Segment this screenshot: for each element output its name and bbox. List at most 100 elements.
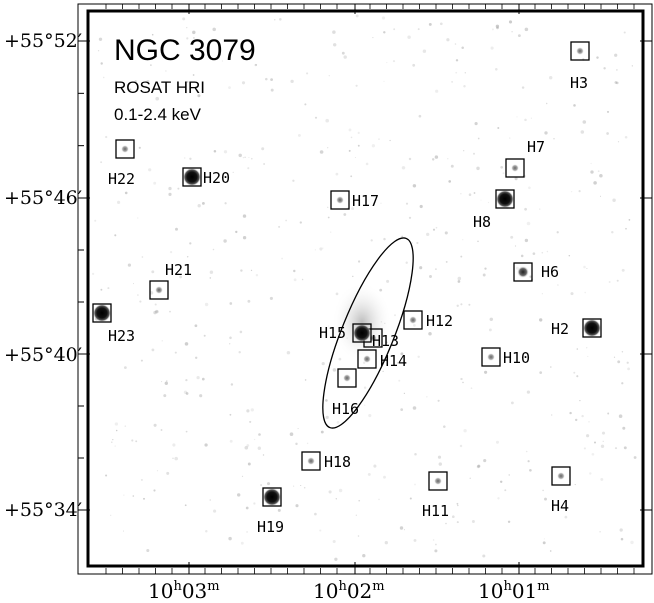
noise-speck xyxy=(630,540,634,545)
noise-speck xyxy=(209,270,214,274)
noise-speck xyxy=(434,549,438,553)
noise-speck xyxy=(456,521,459,524)
noise-speck xyxy=(250,269,253,272)
noise-speck xyxy=(325,399,328,402)
noise-speck xyxy=(261,147,265,151)
source-blob xyxy=(155,286,163,294)
noise-speck xyxy=(265,77,268,81)
noise-speck xyxy=(253,502,256,505)
noise-speck xyxy=(117,200,121,204)
noise-speck xyxy=(586,434,590,438)
noise-speck xyxy=(175,227,178,231)
noise-speck xyxy=(470,387,473,390)
noise-speck xyxy=(289,432,294,436)
noise-speck xyxy=(201,377,205,381)
source-label: H21 xyxy=(165,261,192,279)
noise-speck xyxy=(444,231,448,235)
noise-speck xyxy=(363,386,367,389)
noise-speck xyxy=(587,355,589,357)
noise-speck xyxy=(328,490,332,494)
noise-speck xyxy=(129,88,132,91)
noise-speck xyxy=(365,162,369,166)
noise-speck xyxy=(186,80,189,83)
noise-speck xyxy=(278,225,281,228)
noise-speck xyxy=(100,62,103,65)
noise-speck xyxy=(482,554,486,558)
noise-speck xyxy=(212,27,216,32)
source-label: H6 xyxy=(541,263,559,281)
noise-speck xyxy=(194,324,198,328)
noise-speck xyxy=(551,414,553,416)
noise-speck xyxy=(155,96,159,101)
noise-speck xyxy=(549,550,552,552)
noise-speck xyxy=(418,114,422,118)
noise-speck xyxy=(520,254,524,258)
noise-speck xyxy=(341,51,345,55)
noise-speck xyxy=(614,81,618,84)
source-h17: H17 xyxy=(330,190,379,210)
noise-speck xyxy=(127,263,131,267)
source-label: H15 xyxy=(319,324,346,342)
noise-speck xyxy=(608,281,611,283)
noise-speck xyxy=(398,379,401,382)
noise-speck xyxy=(166,471,170,475)
noise-speck xyxy=(469,477,471,479)
noise-speck xyxy=(400,352,404,356)
noise-speck xyxy=(209,277,212,279)
noise-speck xyxy=(320,430,324,434)
noise-speck xyxy=(400,408,404,411)
noise-speck xyxy=(270,88,274,92)
noise-speck xyxy=(525,450,528,453)
noise-speck xyxy=(586,267,588,270)
noise-speck xyxy=(131,439,134,442)
noise-speck xyxy=(140,478,143,481)
noise-speck xyxy=(242,236,247,240)
noise-speck xyxy=(405,202,409,205)
source-blob xyxy=(353,324,371,342)
noise-speck xyxy=(617,360,621,364)
axes-box xyxy=(77,3,653,575)
noise-speck xyxy=(295,442,298,446)
noise-speck xyxy=(443,425,446,428)
noise-speck xyxy=(153,489,156,492)
noise-speck xyxy=(100,161,103,164)
noise-speck xyxy=(172,457,174,459)
noise-speck xyxy=(539,318,543,322)
noise-speck xyxy=(240,269,243,272)
source-blob xyxy=(511,164,519,172)
noise-speck xyxy=(401,166,406,170)
noise-speck xyxy=(477,137,480,140)
noise-speck xyxy=(352,275,354,278)
noise-speck xyxy=(529,468,532,472)
noise-speck xyxy=(497,497,500,500)
noise-speck xyxy=(550,366,552,368)
source-markers: H2H3H4H6H7H8H10H11H12H13H14H15H16H17H18H… xyxy=(92,41,602,536)
noise-speck xyxy=(426,396,428,398)
noise-speck xyxy=(457,280,461,283)
noise-speck xyxy=(213,149,217,153)
noise-speck xyxy=(357,144,360,147)
noise-speck xyxy=(169,310,171,313)
noise-speck xyxy=(250,408,254,412)
noise-speck xyxy=(524,27,529,32)
noise-speck xyxy=(285,219,287,222)
source-box xyxy=(182,167,202,187)
noise-speck xyxy=(411,242,414,244)
noise-speck xyxy=(613,356,616,358)
source-label: H17 xyxy=(352,192,379,210)
noise-speck xyxy=(383,237,386,241)
source-h7: H7 xyxy=(505,138,545,178)
noise-speck xyxy=(247,462,251,466)
noise-speck xyxy=(246,530,249,533)
noise-speck xyxy=(269,296,273,300)
source-label: H18 xyxy=(324,453,351,471)
noise-speck xyxy=(262,454,265,456)
noise-speck xyxy=(451,81,453,83)
noise-speck xyxy=(314,512,317,516)
source-blob xyxy=(409,316,417,324)
noise-speck xyxy=(530,117,532,119)
noise-speck xyxy=(192,74,195,76)
source-label: H16 xyxy=(332,400,359,418)
noise-speck xyxy=(330,231,332,233)
noise-speck xyxy=(107,287,110,290)
